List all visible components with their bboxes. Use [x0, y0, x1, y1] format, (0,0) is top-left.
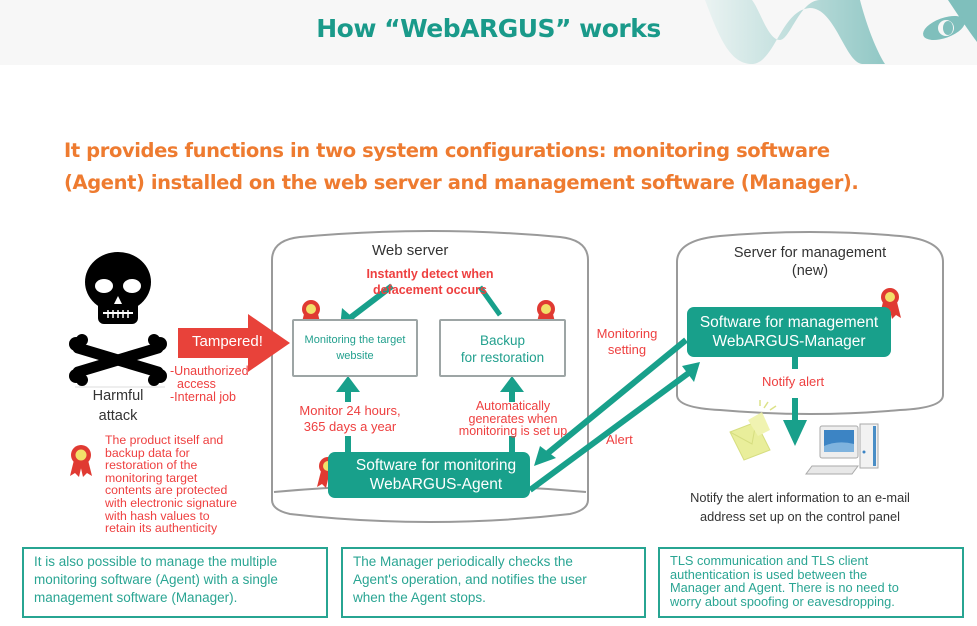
monitor-note-line-1: Monitor 24 hours, [299, 403, 401, 418]
tampered-label: Tampered! [192, 333, 263, 350]
note-line: when the Agent stops. [353, 590, 486, 605]
alert-label: Alert [606, 432, 633, 447]
note-multiple-agents: It is also possible to manage the multip… [22, 547, 328, 618]
detect-label: Instantly detect when defacement occurs [340, 266, 520, 298]
management-title-line-2: (new) [791, 263, 829, 279]
email-alert-icon [729, 400, 777, 461]
subtitle-line-1: It provides functions in two system conf… [64, 139, 830, 162]
monitoring-target-line-1: Monitoring the target [304, 334, 406, 346]
header-banner: How “WebARGUS” works [0, 0, 977, 65]
attack-causes: -Unauthorized access -Internal job [170, 365, 249, 404]
protection-note-line: The product itself and [105, 433, 224, 447]
notify-alert-label: Notify alert [762, 374, 825, 389]
monitor-note-line-2: 365 days a year [303, 419, 397, 434]
note-line: Agent's operation, and notifies the user [353, 572, 587, 587]
notify-desc-line-2: address set up on the control panel [700, 509, 900, 524]
alert-arrow [528, 369, 692, 493]
harmful-attack-label: Harmful attack [70, 386, 166, 426]
note-line: authentication is used between the [670, 566, 868, 582]
auto-generate-note: Automatically generates when monitoring … [443, 400, 583, 438]
monitor-24h-note: Monitor 24 hours, 365 days a year [285, 403, 415, 435]
note-line: The Manager periodically checks the [353, 554, 573, 569]
skull-crossbones-icon [69, 252, 167, 386]
auto-note-line-3: monitoring is set up [458, 424, 568, 438]
backup-box: Backup for restoration [439, 319, 566, 377]
protection-note-line: monitoring target [105, 470, 198, 485]
auto-note-line-2: generates when [468, 411, 558, 426]
tampered-arrow [178, 314, 290, 372]
manager-software-box: Software for management WebARGUS-Manager [687, 307, 891, 357]
cause-unauthorized: -Unauthorized [170, 364, 249, 378]
note-tls: TLS communication and TLS client authent… [658, 547, 964, 618]
protection-note-line: with electronic signature [105, 495, 237, 510]
subtitle-line-2: (Agent) installed on the web server and … [64, 171, 859, 194]
note-line: management software (Manager). [34, 590, 238, 605]
detect-line-2: defacement occurs [373, 283, 487, 297]
backup-line-2: for restoration [460, 350, 545, 365]
note-line: worry about spoofing or eavesdropping. [670, 593, 895, 609]
harmful-attack-line-1: Harmful [92, 388, 144, 404]
management-server-title: Server for management (new) [690, 244, 930, 280]
protection-note-line: retain its authenticity [105, 521, 218, 536]
page-title: How “WebARGUS” works [316, 14, 661, 43]
monitoring-target-line-2: website [336, 350, 374, 362]
detect-line-1: Instantly detect when [366, 267, 494, 281]
monitoring-setting-label: Monitoring setting [587, 326, 667, 358]
protection-note-line: contents are protected [105, 483, 228, 498]
management-title-line-1: Server for management [733, 245, 887, 261]
note-line: monitoring software (Agent) with a singl… [34, 572, 278, 587]
protection-note-line: with hash values to [105, 508, 210, 523]
subtitle: It provides functions in two system conf… [64, 135, 964, 199]
webargus-wave-eye-logo [705, 0, 977, 65]
notify-desc-line-1: Notify the alert information to an e-mai… [690, 490, 910, 505]
note-line: TLS communication and TLS client [670, 553, 869, 568]
protection-note-line: restoration of the [105, 458, 198, 473]
desktop-computer-icon [805, 423, 879, 475]
monitoring-setting-line-2: setting [607, 342, 647, 357]
protection-note-line: backup data for [105, 445, 190, 460]
agent-line-1: Software for monitoring [355, 457, 517, 474]
cause-internal-job: -Internal job [170, 390, 237, 404]
backup-line-1: Backup [479, 333, 526, 348]
harmful-attack-line-2: attack [98, 408, 138, 424]
cause-access: access [177, 377, 216, 391]
note-line: Manager and Agent. There is no need to [670, 580, 899, 595]
manager-line-2: WebARGUS-Manager [712, 333, 866, 350]
auto-note-line-1: Automatically [475, 399, 551, 413]
protection-note: The product itself and backup data for r… [105, 434, 237, 535]
manager-line-1: Software for management [699, 314, 879, 331]
notify-description: Notify the alert information to an e-mai… [650, 488, 950, 526]
web-server-title: Web server [372, 242, 449, 259]
ribbon-badge-icon [70, 445, 92, 477]
monitoring-target-box: Monitoring the target website [292, 319, 418, 377]
agent-software-box: Software for monitoring WebARGUS-Agent [328, 452, 530, 498]
monitoring-setting-arrow [546, 337, 688, 456]
note-agent-check: The Manager periodically checks the Agen… [341, 547, 646, 618]
note-line: It is also possible to manage the multip… [34, 554, 278, 569]
agent-line-2: WebARGUS-Agent [369, 476, 503, 493]
monitoring-setting-line-1: Monitoring [596, 326, 658, 341]
